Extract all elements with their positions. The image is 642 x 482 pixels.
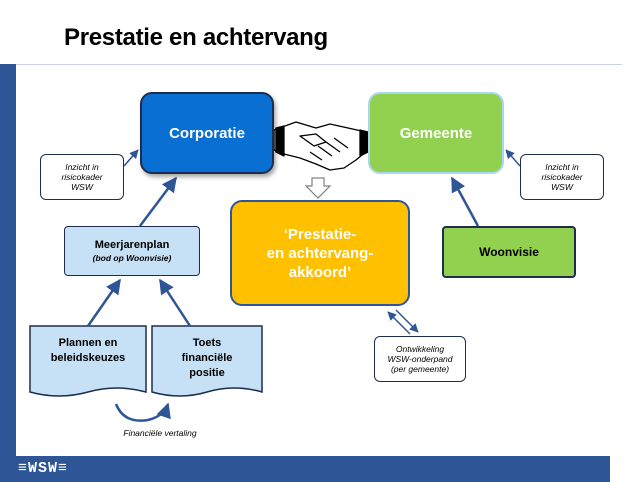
plannen-document-shape <box>29 325 147 397</box>
plannen-label-line-2: beleidskeuzes <box>50 352 126 364</box>
callout-right-line-1: Inzicht in <box>545 162 579 172</box>
callout-left-line-3: WSW <box>71 182 93 192</box>
callout-wsw-line-3: (per gemeente) <box>390 364 450 374</box>
footer-gap <box>610 456 642 482</box>
arrow-financiele-vertaling <box>114 402 171 422</box>
akkoord-node: ‘Prestatie- en achtervang- akkoord’ <box>230 200 410 306</box>
plannen-node: Plannen en beleidskeuzes <box>30 336 146 366</box>
callout-risicokader-right: Inzicht in risicokader WSW <box>520 154 604 200</box>
handshake-icon <box>273 121 369 171</box>
wsw-logo: ≡WSW≡ <box>18 460 69 477</box>
gemeente-node: Gemeente <box>368 92 504 174</box>
akkoord-label-line-3: akkoord’ <box>288 263 352 281</box>
arrow-plannen-meerjarenplan <box>86 278 122 327</box>
arrow-callout-left-corporatie <box>123 149 139 167</box>
callout-right-line-3: WSW <box>551 182 573 192</box>
toets-label-line-3: positie <box>189 367 225 379</box>
arrow-callout-right-gemeente <box>505 149 521 167</box>
callout-left-line-2: risicokader <box>61 172 103 182</box>
callout-wsw-onderpand: Ontwikkeling WSW-onderpand (per gemeente… <box>374 336 466 382</box>
arrow-wsw-akkoord <box>387 311 411 335</box>
arrow-toets-meerjarenplan <box>158 278 192 327</box>
meerjarenplan-node: Meerjarenplan (bod op Woonvisie) <box>64 226 200 276</box>
toets-document-shape <box>151 325 263 397</box>
toets-node: Toets financiële positie <box>152 336 262 381</box>
meerjarenplan-sublabel: (bod op Woonvisie) <box>92 253 172 263</box>
akkoord-label-line-2: en achtervang- <box>266 244 374 262</box>
arrow-meerjarenplan-corporatie <box>139 176 177 227</box>
woonvisie-label: Woonvisie <box>479 245 539 259</box>
slide-title: Prestatie en achtervang <box>64 24 328 51</box>
financiele-vertaling-label: Financiële vertaling <box>123 428 197 438</box>
meerjarenplan-label: Meerjarenplan <box>94 239 170 251</box>
callout-wsw-line-1: Ontwikkeling <box>395 344 445 354</box>
toets-label-line-1: Toets <box>192 337 222 349</box>
woonvisie-node: Woonvisie <box>442 226 576 278</box>
arrow-akkoord-wsw <box>395 309 419 333</box>
arrow-woonvisie-gemeente <box>450 176 480 227</box>
corporatie-label: Corporatie <box>169 124 245 142</box>
plannen-label-line-1: Plannen en <box>58 337 118 349</box>
callout-risicokader-left: Inzicht in risicokader WSW <box>40 154 124 200</box>
toets-label-line-2: financiële <box>181 352 233 364</box>
callout-left-line-1: Inzicht in <box>65 162 99 172</box>
corporatie-node: Corporatie <box>140 92 274 174</box>
hollow-down-arrow-icon <box>304 177 332 199</box>
footer-bar <box>16 456 610 482</box>
callout-right-line-2: risicokader <box>541 172 583 182</box>
left-frame-bar <box>0 64 16 482</box>
callout-wsw-line-2: WSW-onderpand <box>387 354 453 364</box>
akkoord-label-line-1: ‘Prestatie- <box>283 225 357 243</box>
gemeente-label: Gemeente <box>399 124 473 142</box>
